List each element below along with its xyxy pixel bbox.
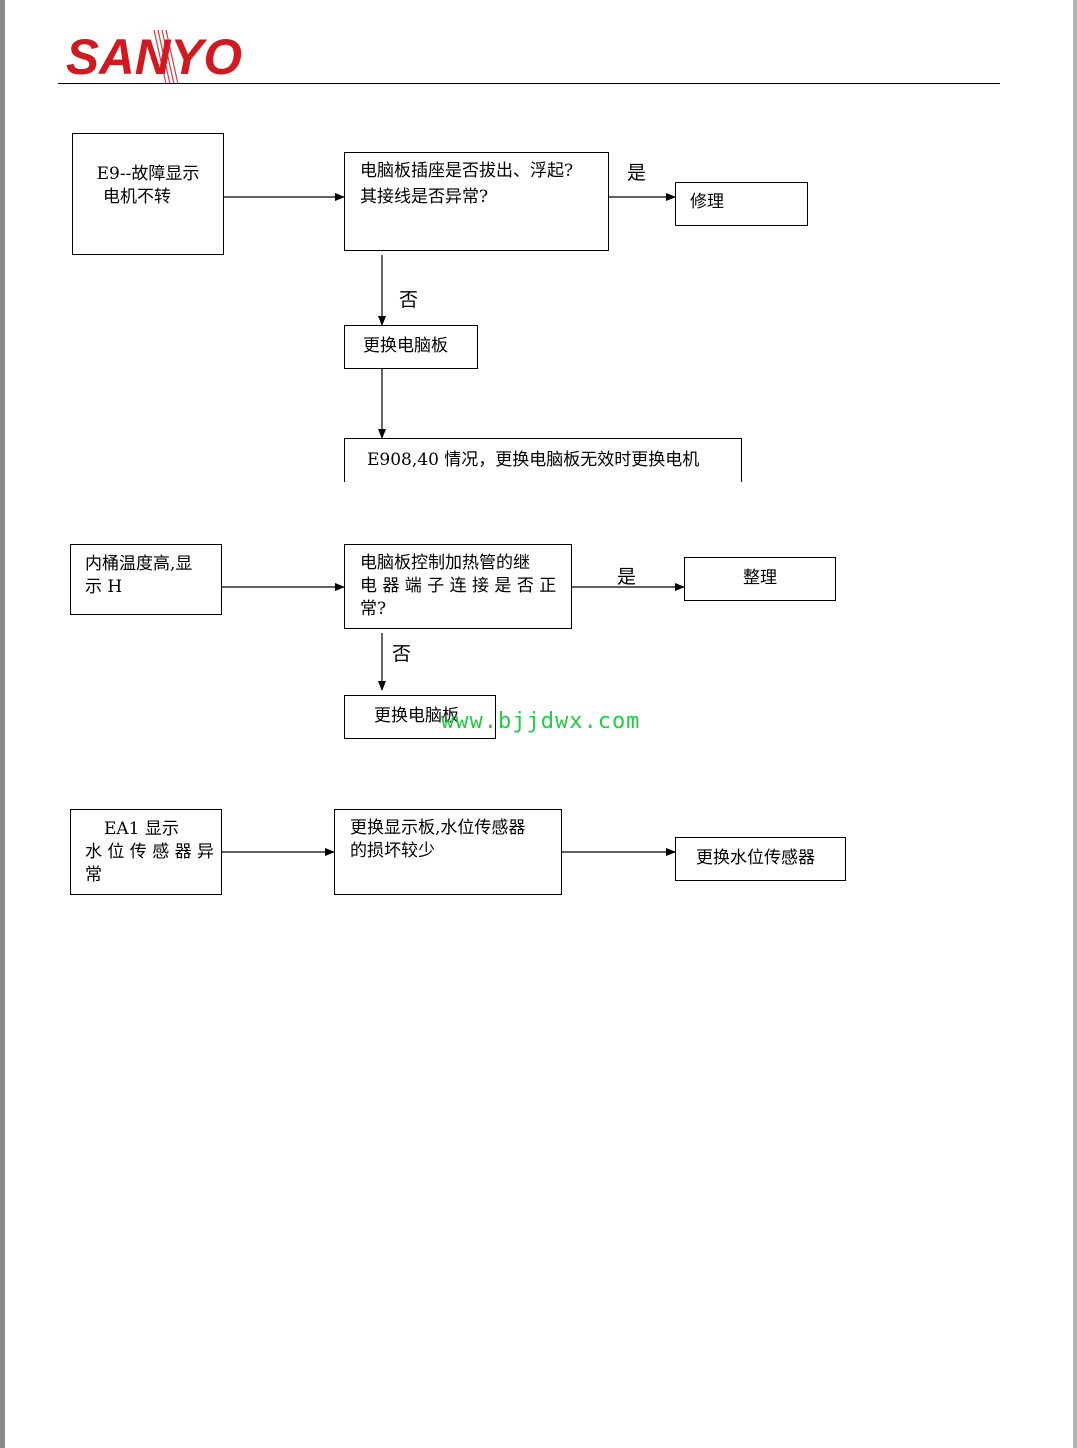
logo-text: SANYO — [66, 29, 242, 85]
f1-question-box: 电脑板插座是否拔出、浮起? 其接线是否异常? — [344, 152, 609, 251]
f1-start-line1: E9--故障显示 — [96, 164, 200, 184]
f2-replace-board-box: 更换电脑板 — [344, 695, 496, 739]
header-rule — [58, 83, 1000, 84]
f3-start-box: EA1 显示 水 位 传 感 器 异 常 — [70, 809, 222, 895]
f2-question-line2: 电 器 端 子 连 接 是 否 正 — [360, 576, 557, 596]
f1-question-line2: 其接线是否异常? — [360, 187, 489, 207]
f2-question-line1: 电脑板控制加热管的继 — [360, 553, 530, 573]
page-edge-right — [1073, 0, 1077, 1448]
f2-tidy-box: 整理 — [684, 557, 836, 601]
f3-end-box: 更换水位传感器 — [675, 837, 846, 881]
f1-yes-label: 是 — [627, 162, 647, 184]
f1-repair-box: 修理 — [675, 182, 808, 226]
watermark-url: www.bjjdwx.com — [441, 709, 641, 734]
f2-question-line3: 常? — [360, 599, 387, 619]
f3-middle-line1: 更换显示板,水位传感器 — [350, 818, 526, 838]
f1-replace-board-text: 更换电脑板 — [363, 336, 448, 356]
f3-start-line3: 常 — [85, 865, 102, 885]
f3-middle-line2: 的损坏较少 — [350, 841, 435, 861]
f2-question-box: 电脑板控制加热管的继 电 器 端 子 连 接 是 否 正 常? — [344, 544, 572, 629]
f3-start-line1: EA1 显示 — [104, 819, 179, 839]
page-edge-left — [0, 0, 5, 1448]
f3-end-text: 更换水位传感器 — [696, 848, 815, 868]
f2-start-line2: 示 H — [85, 577, 123, 597]
f1-note-text: E908,40 情况，更换电脑板无效时更换电机 — [367, 450, 700, 470]
f3-middle-box: 更换显示板,水位传感器 的损坏较少 — [334, 809, 562, 895]
f1-note-box: E908,40 情况，更换电脑板无效时更换电机 — [344, 438, 742, 482]
f2-no-label: 否 — [392, 643, 412, 665]
f3-start-line2: 水 位 传 感 器 异 — [85, 842, 215, 862]
f1-start-line2: 电机不转 — [103, 187, 171, 207]
f1-no-label: 否 — [399, 289, 419, 311]
f2-tidy-text: 整理 — [743, 568, 777, 588]
f1-replace-board-box: 更换电脑板 — [344, 325, 478, 369]
f2-replace-board-text: 更换电脑板 — [374, 706, 459, 726]
f2-start-box: 内桶温度高,显 示 H — [70, 544, 222, 615]
f1-question-line1: 电脑板插座是否拔出、浮起? — [360, 161, 574, 181]
f2-yes-label: 是 — [617, 566, 637, 588]
sanyo-logo: SANYO — [66, 29, 242, 85]
f1-repair-text: 修理 — [690, 192, 724, 212]
f2-start-line1: 内桶温度高,显 — [85, 554, 193, 574]
f1-start-box: E9--故障显示 电机不转 — [72, 133, 224, 255]
